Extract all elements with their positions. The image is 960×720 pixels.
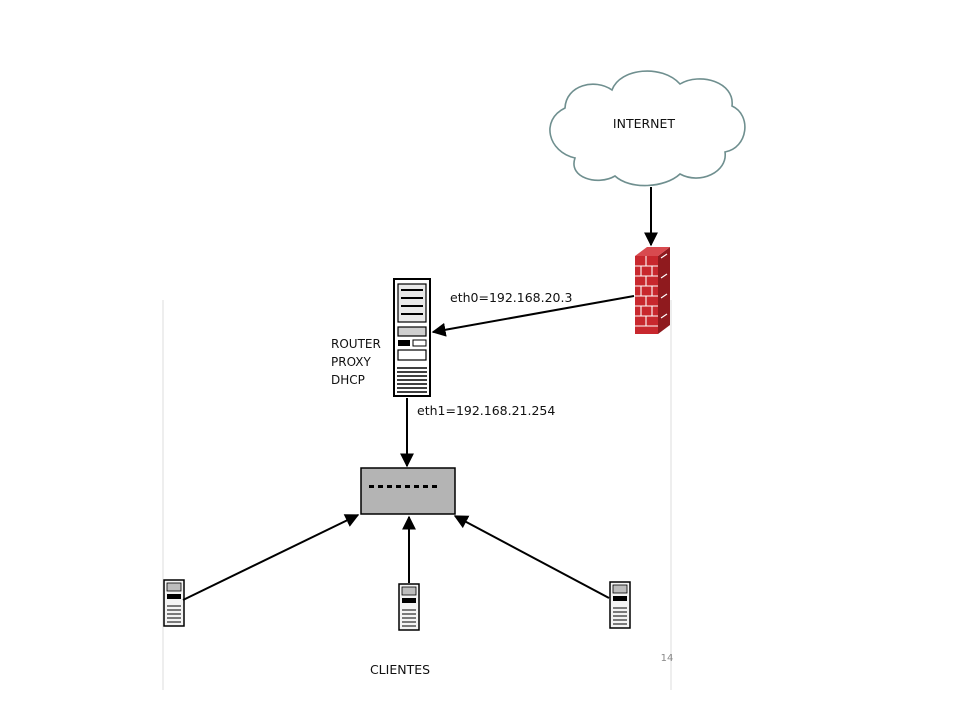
router-role-router: ROUTER — [331, 337, 381, 351]
client-right — [609, 581, 631, 629]
firewall — [635, 247, 670, 334]
switch — [360, 467, 456, 515]
client-center — [398, 583, 420, 631]
switch-ports — [369, 485, 437, 488]
client-left — [163, 579, 185, 627]
router-role-dhcp: DHCP — [331, 373, 365, 387]
router-role-proxy: PROXY — [331, 355, 371, 369]
cloud-label: INTERNET — [613, 116, 676, 131]
arrow-client-left-to-switch — [182, 514, 360, 601]
internet-cloud: INTERNET — [549, 70, 746, 187]
arrow-client-right-to-switch — [453, 515, 610, 599]
firewall-top — [635, 247, 670, 256]
cloud-icon — [549, 70, 746, 187]
switch-icon — [360, 467, 456, 515]
page-number: 14 — [661, 653, 674, 664]
eth1-label: eth1=192.168.21.254 — [417, 403, 555, 418]
arrow-firewall-to-router — [431, 295, 635, 337]
eth0-label: eth0=192.168.20.3 — [450, 290, 572, 305]
firewall-mortar — [635, 253, 668, 327]
router-server: ROUTER PROXY DHCP — [331, 278, 431, 397]
clients-label: CLIENTES — [370, 662, 430, 677]
firewall-side — [658, 247, 670, 334]
